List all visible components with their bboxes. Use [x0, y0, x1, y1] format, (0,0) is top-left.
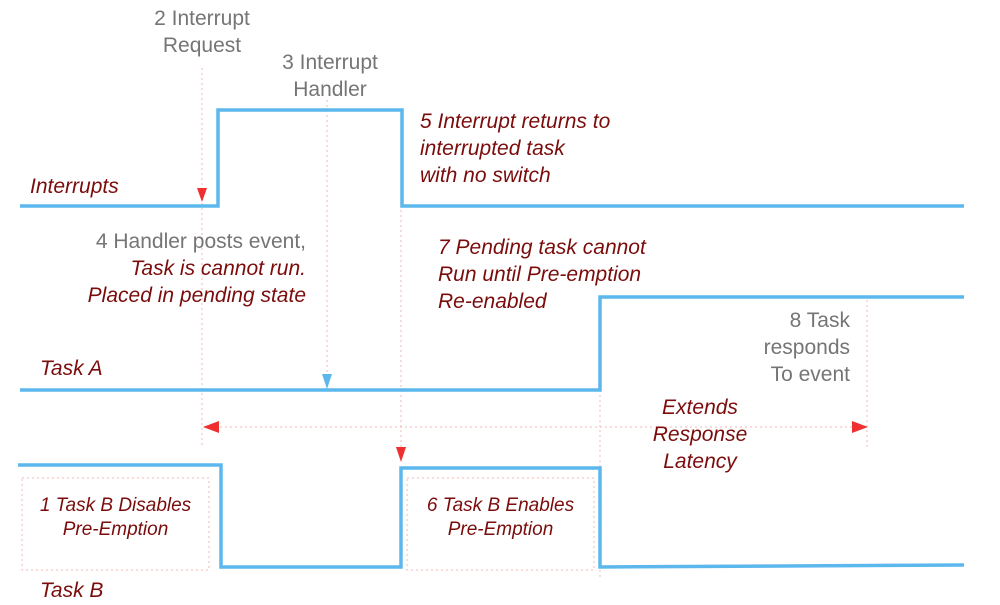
step1-note: 1 Task B Disables Pre-Emption [22, 494, 209, 542]
interrupts-trace [20, 108, 964, 208]
step3-line2: Handler [293, 78, 367, 101]
step6-box [406, 477, 595, 571]
task-b-label: Task B [40, 579, 104, 602]
step4-line2: Task is cannot run. [130, 257, 307, 280]
step2-line1: 2 Interrupt [154, 7, 250, 30]
step8-line3: To event [770, 363, 850, 386]
step2-line2: Request [162, 34, 242, 57]
step7-line2: Run until Pre-emption [438, 263, 642, 286]
handler-post-marker [322, 374, 332, 389]
step1-box [21, 477, 210, 571]
step5-line1: 5 Interrupt returns to [420, 110, 611, 133]
latency-arrow-left-head [203, 421, 219, 433]
step1-line1: 1 Task B Disables [39, 495, 192, 516]
step8-line1: 8 Task [789, 309, 850, 332]
step6-line1: 6 Task B Enables [426, 495, 575, 516]
latency-note: Extends Response Latency [620, 394, 780, 475]
task-a-trace [20, 295, 964, 392]
signal-traces [18, 108, 965, 569]
step6-line2: Pre-Emption [447, 519, 554, 540]
step8-line2: responds [763, 336, 850, 359]
latency-line3: Latency [663, 450, 737, 473]
step7-line1: 7 Pending task cannot [438, 236, 646, 259]
interrupt-request-marker [197, 188, 207, 202]
preemption-return-marker [396, 447, 406, 462]
latency-line1: Extends [662, 396, 738, 419]
step7-line3: Re-enabled [438, 290, 547, 313]
latency-line2: Response [652, 423, 748, 446]
step4-note: 4 Handler posts event, Task is cannot ru… [20, 228, 306, 309]
step6-note: 6 Task B Enables Pre-Emption [407, 494, 594, 542]
step4-line1: 4 Handler posts event, [95, 230, 306, 253]
step4-line3: Placed in pending state [87, 284, 306, 307]
latency-arrow [203, 421, 868, 433]
step2-note: 2 Interrupt Request [122, 5, 282, 59]
step8-note: 8 Task responds To event [700, 307, 850, 388]
task-a-label: Task A [40, 357, 103, 380]
step7-note: 7 Pending task cannot Run until Pre-empt… [438, 234, 646, 315]
step3-note: 3 Interrupt Handler [250, 49, 410, 103]
step3-line1: 3 Interrupt [282, 51, 378, 74]
step5-note: 5 Interrupt returns to interrupted task … [420, 108, 610, 189]
latency-arrow-right-head [852, 421, 868, 433]
task-b-trace [18, 463, 965, 569]
step5-line2: interrupted task [420, 137, 565, 160]
interrupts-label: Interrupts [30, 175, 119, 198]
step5-line3: with no switch [420, 164, 551, 187]
step1-line2: Pre-Emption [62, 519, 169, 540]
